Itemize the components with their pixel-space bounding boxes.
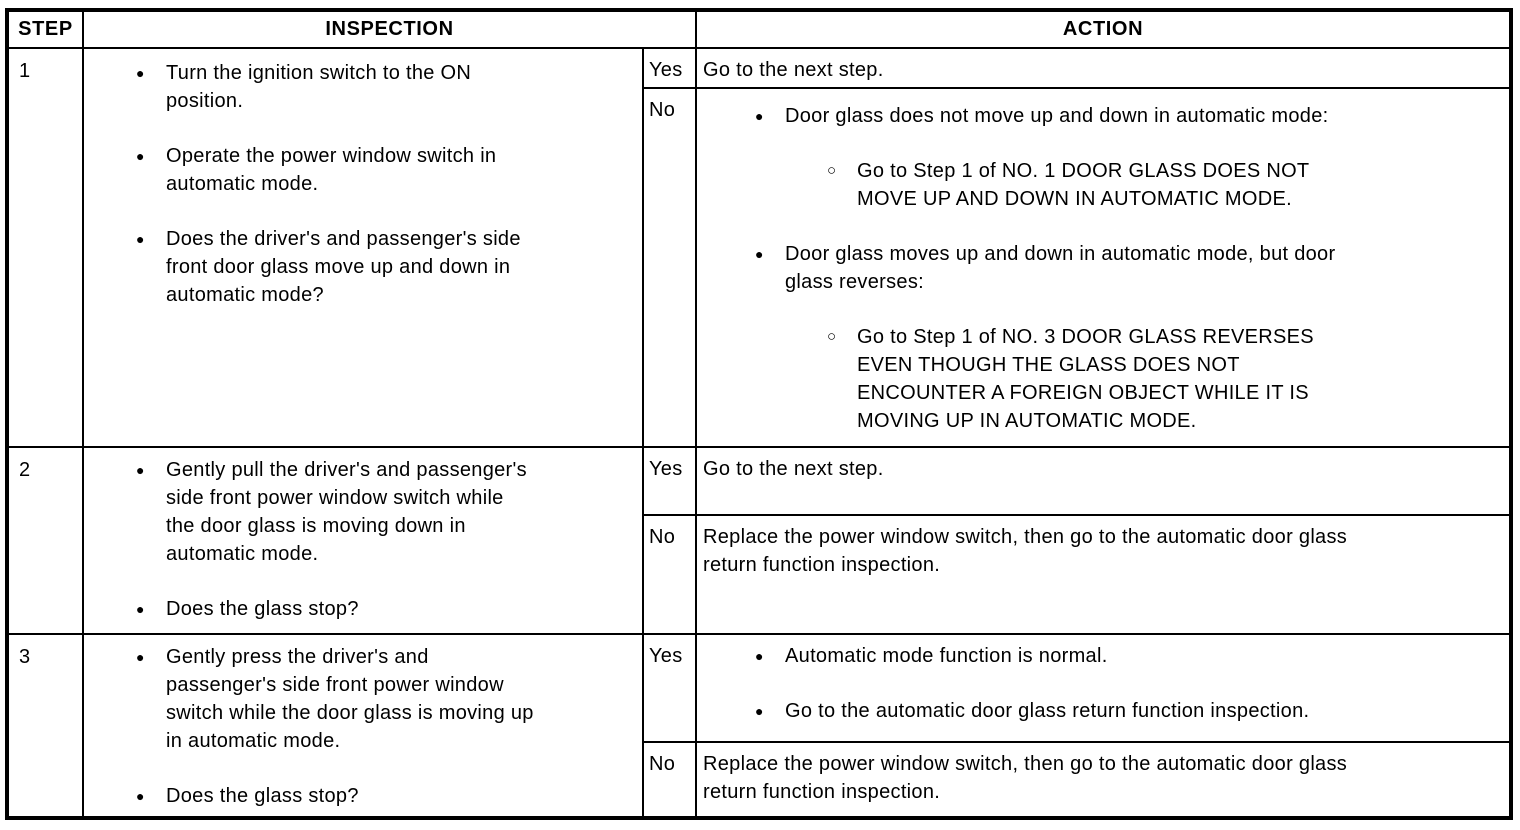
inspection-item: ● Gently press the driver's and passenge…	[84, 643, 642, 755]
no-label: No	[644, 89, 697, 446]
action-item: ● Go to the automatic door glass return …	[703, 697, 1499, 725]
inspection-list: ● Gently press the driver's and passenge…	[84, 635, 644, 816]
table-row-step-2: 2 ● Gently pull the driver's and passeng…	[9, 448, 1509, 635]
inspection-text: Turn the ignition switch to the ON posit…	[166, 62, 472, 112]
step-number: 2	[9, 448, 84, 633]
header-action: ACTION	[1062, 18, 1144, 40]
yes-label: Yes	[644, 49, 697, 87]
yes-branch-row: Yes Go to the next step.	[644, 49, 1509, 89]
yes-branch-row: Yes ● Automatic mode function is normal.…	[644, 635, 1509, 743]
bullet-icon: ●	[755, 703, 764, 719]
yes-action-text: Go to the next step.	[703, 59, 884, 81]
step-number: 1	[9, 49, 84, 446]
action-item: ● Automatic mode function is normal.	[703, 642, 1499, 670]
bullet-icon: ●	[136, 601, 145, 617]
no-label: No	[644, 743, 697, 816]
bullet-icon: ●	[136, 462, 145, 478]
inspection-item: ● Does the glass stop?	[84, 595, 642, 623]
inspection-text: Does the glass stop?	[166, 598, 359, 620]
inspection-item: ● Does the glass stop?	[84, 782, 642, 810]
yes-label: Yes	[644, 448, 697, 514]
action-sub-item: ○ Go to Step 1 of NO. 1 DOOR GLASS DOES …	[703, 157, 1499, 213]
bullet-icon: ●	[755, 246, 764, 262]
no-action-text: Replace the power window switch, then go…	[703, 526, 1348, 576]
header-inspection: INSPECTION	[84, 12, 697, 47]
bullet-icon: ●	[755, 108, 764, 124]
inspection-text: Operate the power window switch in autom…	[166, 145, 497, 195]
inspection-item: ● Gently pull the driver's and passenger…	[84, 456, 642, 568]
action-sub-item: ○ Go to Step 1 of NO. 3 DOOR GLASS REVER…	[703, 323, 1499, 435]
yes-branch-row: Yes Go to the next step.	[644, 448, 1509, 516]
inspection-text: Does the glass stop?	[166, 785, 359, 807]
step-number: 3	[9, 635, 84, 816]
action-item: ● Door glass moves up and down in automa…	[703, 240, 1499, 296]
header-step: STEP	[9, 12, 84, 47]
no-label: No	[644, 516, 697, 633]
bullet-icon: ●	[136, 148, 145, 164]
action-text: Door glass does not move up and down in …	[785, 105, 1329, 127]
bullet-icon: ●	[755, 648, 764, 664]
table-header-row: STEP INSPECTION ACTION	[9, 12, 1509, 49]
no-branch-row: No Replace the power window switch, then…	[644, 743, 1509, 816]
inspection-text: Gently pull the driver's and passenger's…	[166, 459, 527, 565]
action-text: Automatic mode function is normal.	[785, 645, 1108, 667]
action-sub-text: Go to Step 1 of NO. 3 DOOR GLASS REVERSE…	[857, 326, 1314, 432]
action-text: Go to the automatic door glass return fu…	[785, 700, 1310, 722]
inspection-item: ● Operate the power window switch in aut…	[84, 142, 642, 198]
yes-action-text: Go to the next step.	[703, 458, 884, 480]
bullet-icon: ●	[136, 65, 145, 81]
inspection-list: ● Turn the ignition switch to the ON pos…	[84, 49, 644, 446]
action-text: Door glass moves up and down in automati…	[785, 243, 1336, 293]
sub-bullet-icon: ○	[827, 328, 837, 345]
inspection-text: Gently press the driver's and passenger'…	[166, 646, 534, 752]
yes-action-list: ● Automatic mode function is normal. ● G…	[697, 635, 1509, 741]
action-sub-text: Go to Step 1 of NO. 1 DOOR GLASS DOES NO…	[857, 160, 1310, 210]
inspection-item: ● Turn the ignition switch to the ON pos…	[84, 59, 642, 115]
inspection-list: ● Gently pull the driver's and passenger…	[84, 448, 644, 633]
bullet-icon: ●	[136, 231, 145, 247]
bullet-icon: ●	[136, 649, 145, 665]
no-branch-row: No ● Door glass does not move up and dow…	[644, 89, 1509, 446]
yes-label: Yes	[644, 635, 697, 741]
no-action-list: ● Door glass does not move up and down i…	[697, 89, 1509, 446]
inspection-text: Does the driver's and passenger's side f…	[166, 228, 521, 306]
action-item: ● Door glass does not move up and down i…	[703, 102, 1499, 130]
no-branch-row: No Replace the power window switch, then…	[644, 516, 1509, 633]
table-row-step-3: 3 ● Gently press the driver's and passen…	[9, 635, 1509, 816]
no-action-text: Replace the power window switch, then go…	[703, 753, 1348, 803]
table-row-step-1: 1 ● Turn the ignition switch to the ON p…	[9, 49, 1509, 448]
sub-bullet-icon: ○	[827, 162, 837, 179]
troubleshooting-table: STEP INSPECTION ACTION 1 ● Turn the igni…	[5, 8, 1513, 820]
inspection-item: ● Does the driver's and passenger's side…	[84, 225, 642, 309]
bullet-icon: ●	[136, 788, 145, 804]
